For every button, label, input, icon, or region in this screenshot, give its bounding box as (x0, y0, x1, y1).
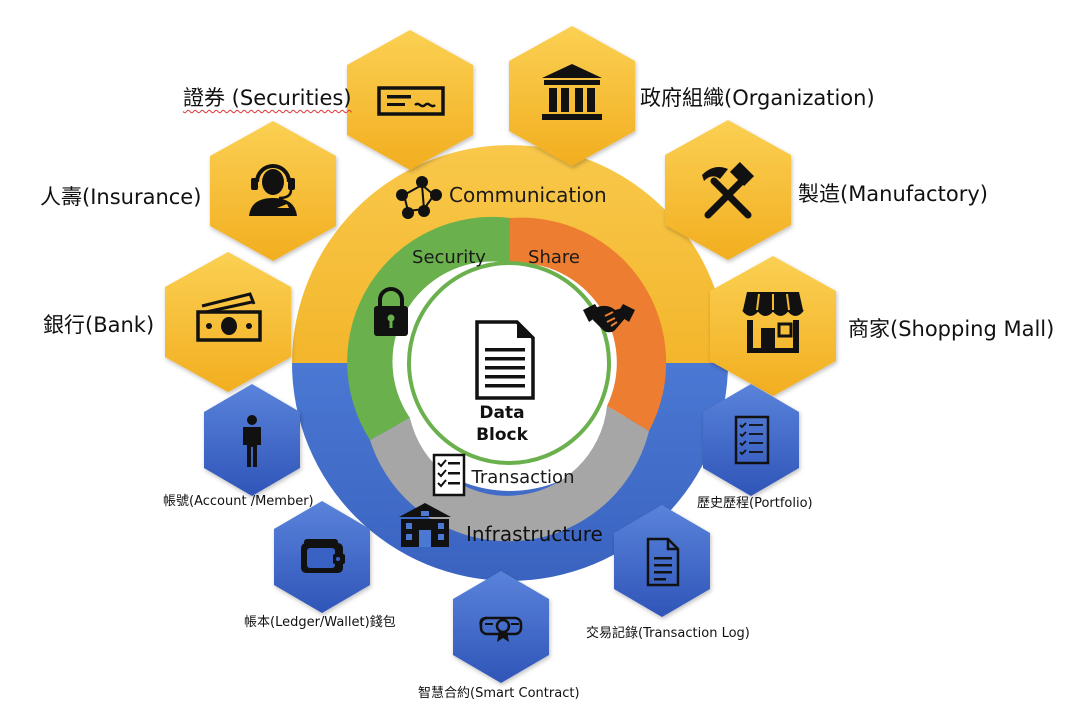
smart-contract-label: 智慧合約(Smart Contract) (418, 686, 580, 701)
securities-label: 證券 (Securities) (183, 82, 352, 112)
store-icon (742, 292, 804, 353)
security-label: Security (412, 247, 486, 268)
support-agent-icon (249, 164, 297, 216)
checklist-icon (432, 453, 466, 497)
hex-manufactory[interactable] (665, 120, 791, 260)
hammer-pick-icon (702, 161, 755, 219)
hex-portfolio[interactable] (703, 384, 799, 496)
transaction-label: Transaction (471, 467, 575, 488)
hex-securities[interactable] (347, 30, 473, 170)
transaction-log-label: 交易記錄(Transaction Log) (586, 626, 750, 641)
ledger-label: 帳本(Ledger/Wallet)錢包 (244, 615, 396, 630)
certificate-icon (479, 616, 523, 642)
share-label: Share (528, 247, 580, 268)
insurance-label: 人壽(Insurance) (40, 185, 202, 209)
organization-label: 政府組織(Organization) (640, 86, 875, 110)
portfolio-label: 歷史歷程(Portfolio) (697, 496, 813, 511)
wallet-icon (301, 539, 345, 573)
inner-ring-security (347, 216, 510, 440)
building-icon (399, 503, 451, 547)
inner-ring (347, 216, 667, 542)
communication-label: Communication (449, 183, 607, 207)
money-icon (196, 292, 262, 342)
log-document-icon (646, 537, 680, 587)
shopping-mall-label: 商家(Shopping Mall) (848, 317, 1055, 341)
hex-smart-contract[interactable] (453, 571, 549, 683)
hex-organization[interactable] (509, 26, 635, 166)
component-hexagons (204, 384, 799, 683)
inner-ring-transaction (370, 406, 649, 542)
handshake-icon (583, 304, 635, 333)
padlock-icon (374, 287, 408, 336)
securities-label-text: 證券 (Securities) (183, 86, 352, 110)
hex-transaction-log[interactable] (614, 505, 710, 617)
manufactory-label: 製造(Manufactory) (798, 182, 988, 206)
center-title-line1: Data (479, 403, 524, 423)
account-label: 帳號(Account /Member) (163, 494, 314, 509)
center-title-line2: Block (476, 425, 529, 445)
industry-hexagons (165, 26, 836, 396)
document-icon (475, 320, 535, 400)
network-icon (396, 176, 442, 219)
government-building-icon (542, 64, 602, 120)
inner-ring-share (510, 217, 667, 431)
bank-label: 銀行(Bank) (43, 313, 155, 337)
hex-shopping-mall[interactable] (710, 256, 836, 396)
person-icon (243, 415, 261, 467)
portfolio-checklist-icon (734, 415, 770, 465)
infrastructure-label: Infrastructure (466, 522, 603, 546)
check-icon (377, 86, 445, 116)
